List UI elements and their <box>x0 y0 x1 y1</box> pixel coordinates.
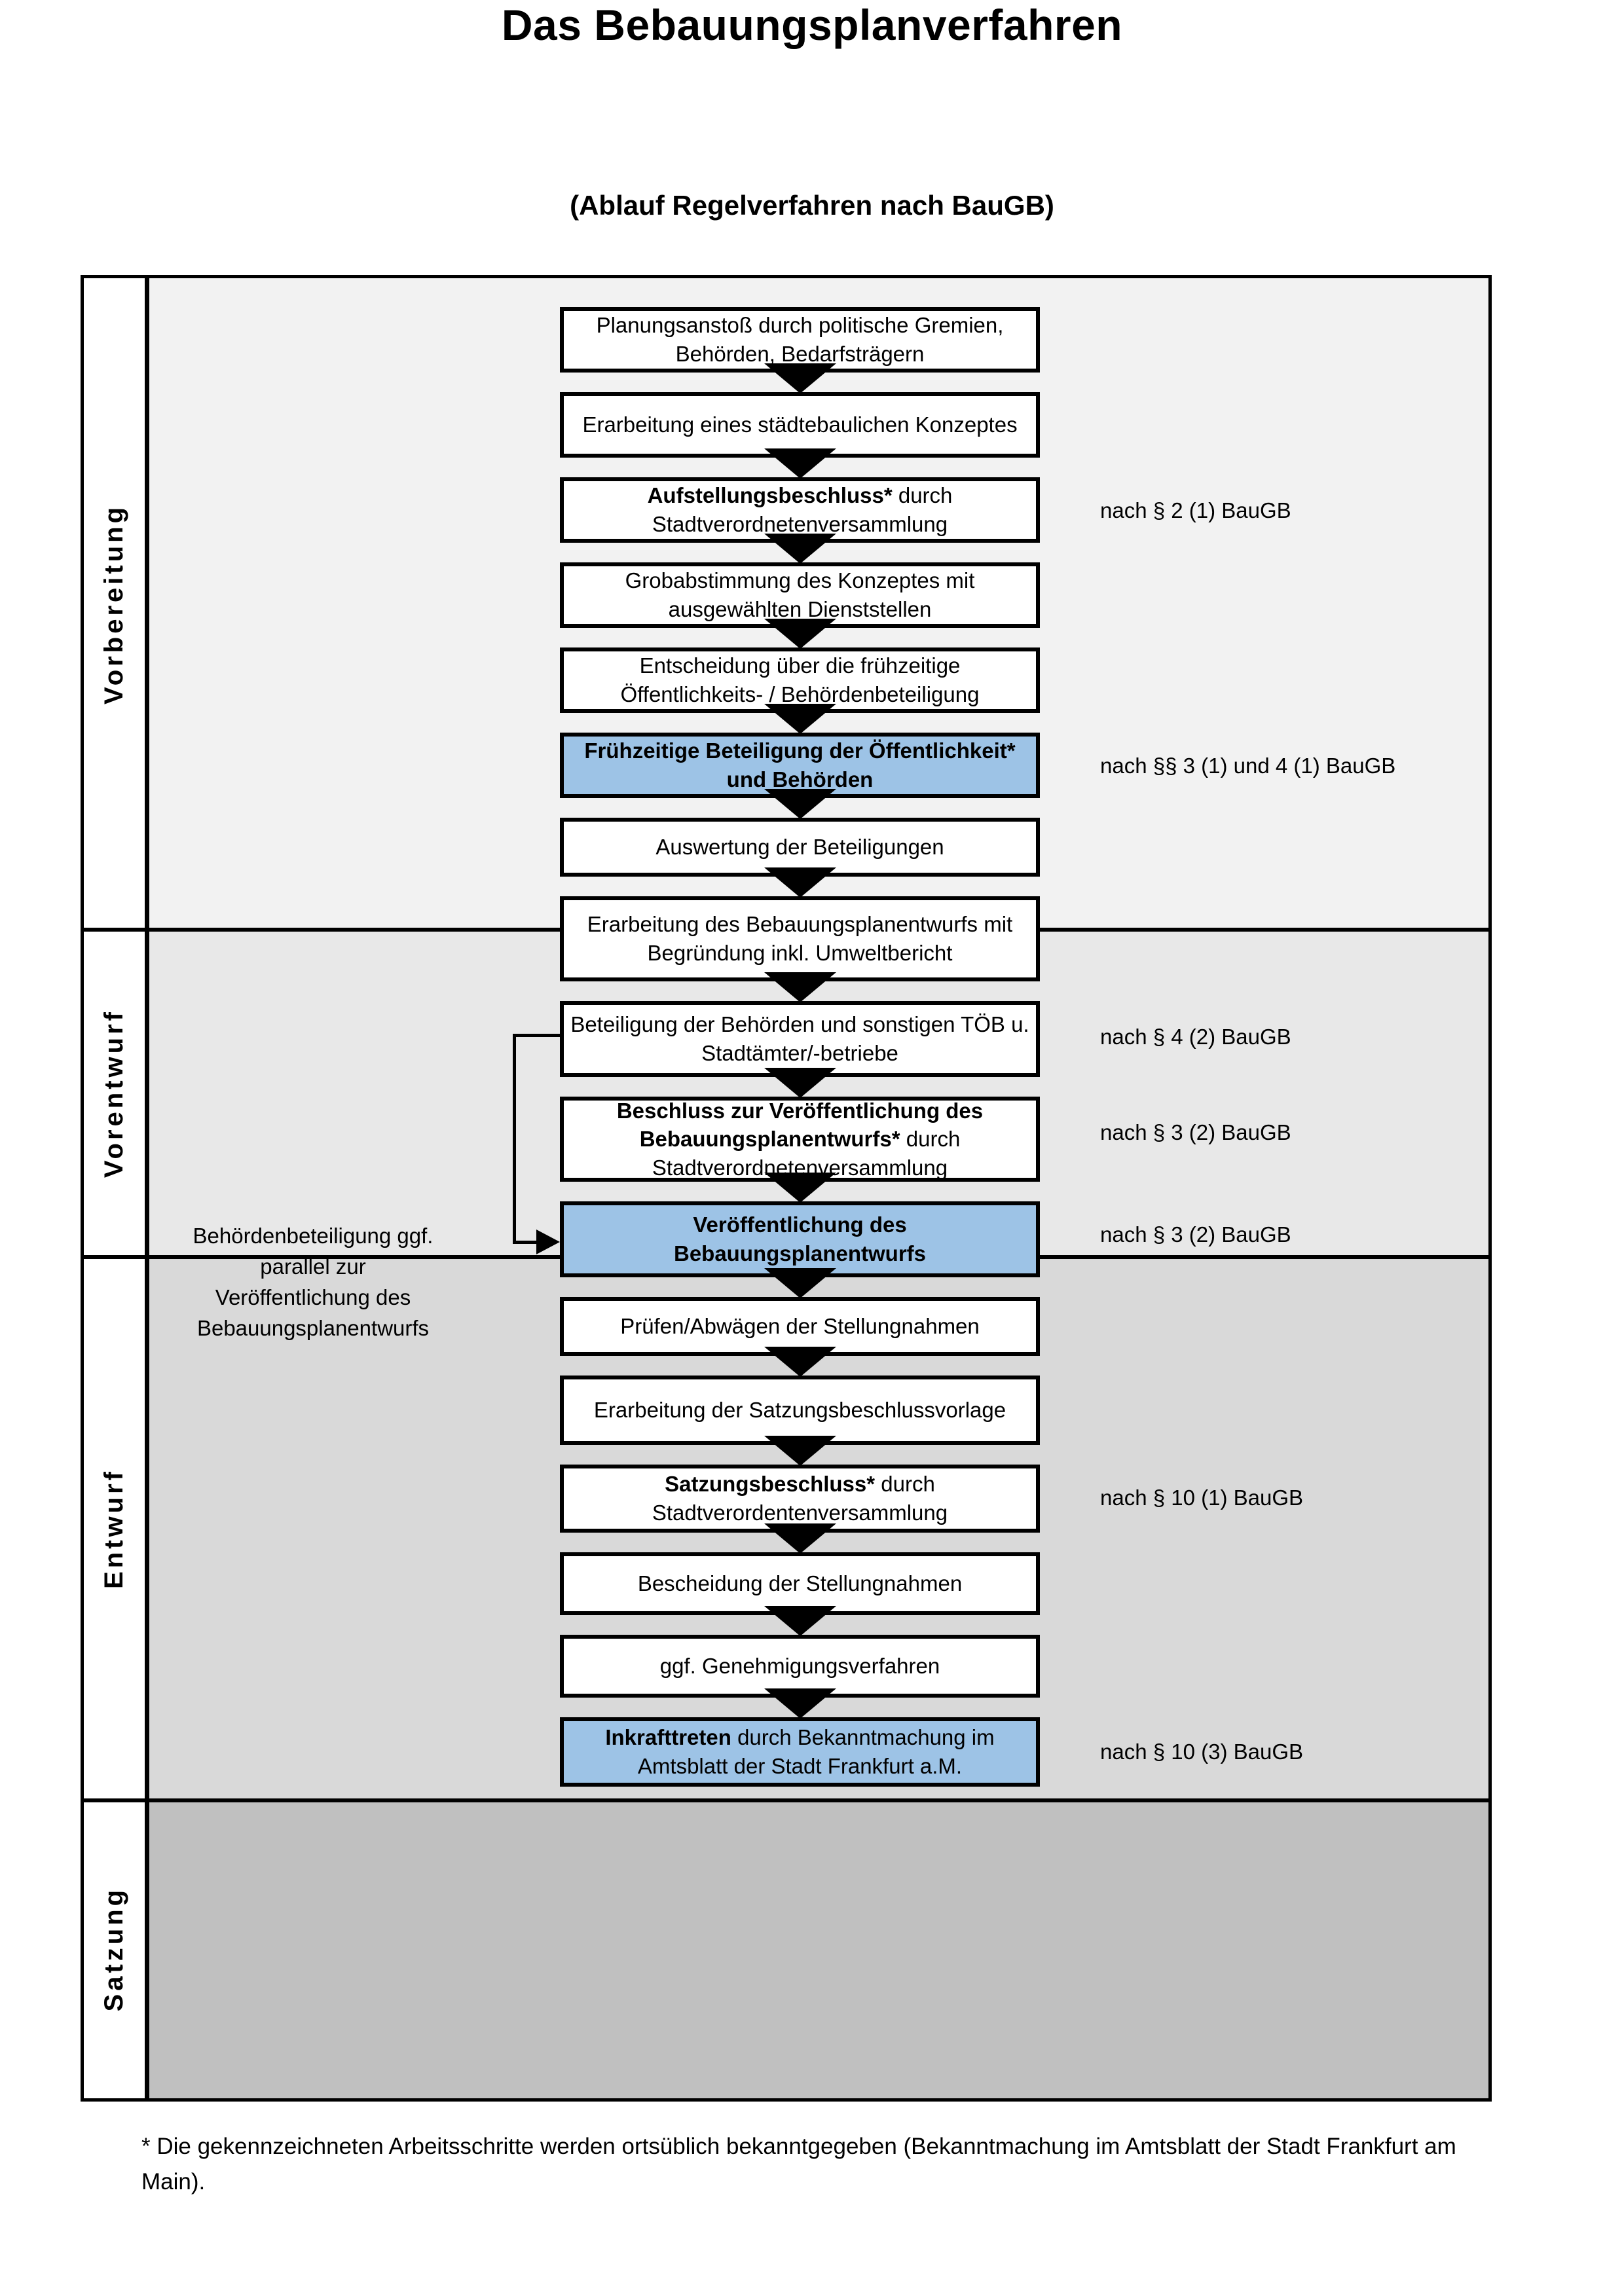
legal-reference-1: nach § 2 (1) BauGB <box>1100 498 1291 522</box>
flow-step-label: Veröffentlichung des Bebauungsplanentwur… <box>570 1211 1029 1267</box>
flow-step-emphasis: Veröffentlichung des Bebauungsplanentwur… <box>673 1212 927 1266</box>
flow-step-emphasis: Frühzeitige Beteiligung der Öffentlichke… <box>584 738 1016 792</box>
flow-arrow-6-to-7 <box>764 789 836 819</box>
flow-step-label: Frühzeitige Beteiligung der Öffentlichke… <box>570 737 1029 793</box>
flow-step-17: Inkrafttreten durch Bekanntmachung im Am… <box>560 1717 1040 1787</box>
flow-step-emphasis: Aufstellungsbeschluss* <box>647 483 893 508</box>
flow-arrow-1-to-2 <box>764 363 836 393</box>
legal-reference-2: nach §§ 3 (1) und 4 (1) BauGB <box>1100 754 1396 778</box>
flow-step-label: Aufstellungsbeschluss* durch Stadtverord… <box>647 483 953 536</box>
flow-step-2: Erarbeitung eines städtebaulichen Konzep… <box>560 392 1040 458</box>
flow-arrow-14-to-15 <box>764 1523 836 1554</box>
side-note-behoerdenbeteiligung: Behördenbeteiligung ggf. parallel zur Ve… <box>193 1224 434 1340</box>
flow-step-4: Grobabstimmung des Konzeptes mit ausgewä… <box>560 562 1040 628</box>
phase-label-entwurf: Entwurf <box>84 1257 149 1800</box>
flow-step-7: Auswertung der Beteiligungen <box>560 818 1040 877</box>
footnote: * Die gekennzeichneten Arbeitsschritte w… <box>141 2134 1456 2195</box>
flow-arrow-5-to-6 <box>764 704 836 734</box>
flow-step-label: Inkrafttreten durch Bekanntmachung im Am… <box>605 1725 995 1778</box>
phase-band-satzung: Satzung <box>84 1800 1488 2098</box>
flow-arrow-9-to-10 <box>764 1068 836 1098</box>
phase-label-satzung: Satzung <box>84 1800 149 2098</box>
flow-step-13: Erarbeitung der Satzungsbeschlussvorlage <box>560 1376 1040 1445</box>
phase-label-text: Vorentwurf <box>100 1008 128 1178</box>
flow-arrow-12-to-13 <box>764 1347 836 1377</box>
flow-step-8: Erarbeitung des Bebauungsplanentwurfs mi… <box>560 896 1040 981</box>
flow-step-emphasis: Beschluss zur Veröffentlichung des Bebau… <box>616 1098 984 1152</box>
page-subtitle: (Ablauf Regelverfahren nach BauGB) <box>570 190 1054 221</box>
phase-label-vorentwurf: Vorentwurf <box>84 930 149 1257</box>
flow-step-11: Veröffentlichung des Bebauungsplanentwur… <box>560 1201 1040 1277</box>
connector-vertical-segment <box>513 1034 516 1241</box>
phase-separator <box>84 1798 1488 1802</box>
flow-step-label: Satzungsbeschluss* durch Stadtverordente… <box>652 1472 948 1525</box>
flow-step-5: Entscheidung über die frühzeitige Öffent… <box>560 647 1040 713</box>
flow-step-1: Planungsanstoß durch politische Gremien,… <box>560 307 1040 373</box>
flow-arrow-11-to-12 <box>764 1268 836 1298</box>
flow-arrow-3-to-4 <box>764 534 836 564</box>
legal-reference-6: nach § 10 (1) BauGB <box>1100 1485 1304 1510</box>
phase-body-satzung <box>149 1800 1488 2098</box>
connector-top-segment <box>513 1034 560 1037</box>
connector-bottom-segment <box>513 1241 538 1244</box>
flow-step-label: Grobabstimmung des Konzeptes mit ausgewä… <box>625 568 975 621</box>
flow-step-label: Erarbeitung eines städtebaulichen Konzep… <box>582 412 1018 437</box>
connector-arrowhead-icon <box>536 1230 560 1254</box>
flow-step-14: Satzungsbeschluss* durch Stadtverordente… <box>560 1465 1040 1533</box>
phase-label-text: Vorbereitung <box>100 503 128 704</box>
page-title: Das Bebauungsplanverfahren <box>501 1 1123 49</box>
flow-arrow-7-to-8 <box>764 867 836 898</box>
flow-step-label: Erarbeitung des Bebauungsplanentwurfs mi… <box>587 912 1013 965</box>
flow-arrow-4-to-5 <box>764 619 836 649</box>
legal-reference-5: nach § 3 (2) BauGB <box>1100 1222 1291 1247</box>
flow-step-label: Planungsanstoß durch politische Gremien,… <box>596 313 1004 366</box>
flow-step-emphasis: Satzungsbeschluss* <box>665 1472 876 1497</box>
flow-arrow-15-to-16 <box>764 1606 836 1636</box>
flow-step-3: Aufstellungsbeschluss* durch Stadtverord… <box>560 477 1040 543</box>
phase-label-text: Satzung <box>100 1887 128 2012</box>
flow-arrow-10-to-11 <box>764 1173 836 1203</box>
flow-step-label: Prüfen/Abwägen der Stellungnahmen <box>620 1314 980 1339</box>
flow-step-emphasis: Inkrafttreten <box>605 1725 731 1750</box>
flow-arrow-13-to-14 <box>764 1436 836 1466</box>
phase-label-text: Entwurf <box>100 1468 128 1589</box>
flow-step-label: Beteiligung der Behörden und sonstigen T… <box>570 1012 1029 1065</box>
flow-step-label: ggf. Genehmigungsverfahren <box>659 1654 940 1679</box>
legal-reference-4: nach § 3 (2) BauGB <box>1100 1120 1291 1144</box>
flow-step-label: Erarbeitung der Satzungsbeschlussvorlage <box>593 1398 1006 1423</box>
flow-step-9: Beteiligung der Behörden und sonstigen T… <box>560 1001 1040 1077</box>
flow-step-label: Beschluss zur Veröffentlichung des Bebau… <box>616 1098 984 1180</box>
legal-reference-3: nach § 4 (2) BauGB <box>1100 1025 1291 1049</box>
flow-step-label: Bescheidung der Stellungnahmen <box>637 1571 963 1596</box>
flow-step-6: Frühzeitige Beteiligung der Öffentlichke… <box>560 733 1040 798</box>
flow-arrow-8-to-9 <box>764 972 836 1002</box>
phase-label-vorbereitung: Vorbereitung <box>84 278 149 930</box>
flow-step-10: Beschluss zur Veröffentlichung des Bebau… <box>560 1097 1040 1182</box>
legal-reference-7: nach § 10 (3) BauGB <box>1100 1740 1304 1764</box>
flow-step-label: Auswertung der Beteiligungen <box>655 835 944 860</box>
flow-arrow-2-to-3 <box>764 448 836 479</box>
flow-arrow-16-to-17 <box>764 1688 836 1719</box>
flow-step-label: Entscheidung über die frühzeitige Öffent… <box>620 653 980 706</box>
